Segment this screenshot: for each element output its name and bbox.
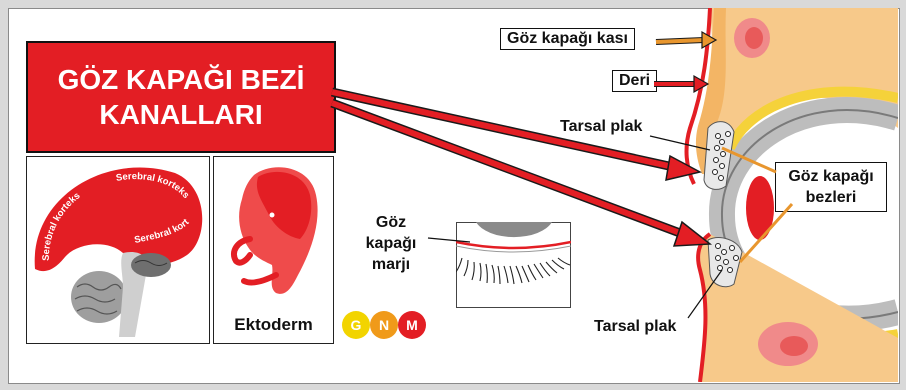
glands-line-1: Göz kapağı bbox=[788, 168, 874, 185]
eyelid-margin-inset bbox=[456, 222, 571, 308]
gnm-logo: G N M bbox=[342, 311, 426, 339]
eyelid-muscle-label: Göz kapağı kası bbox=[500, 28, 635, 50]
red-arrow-upper bbox=[331, 87, 703, 181]
glands-pointer-lower bbox=[738, 202, 794, 264]
tarsal-bottom-pointer bbox=[687, 269, 723, 319]
eyelid-margin-line-3: marjı bbox=[371, 256, 411, 273]
ectoderm-caption: Ektoderm bbox=[234, 315, 313, 334]
logo-g: G bbox=[342, 311, 370, 339]
margin-pointer bbox=[427, 237, 471, 243]
embryo-panel: Ektoderm bbox=[213, 156, 334, 344]
glands-pointer-upper bbox=[721, 146, 777, 174]
tarsal-plate-top-label: Tarsal plak bbox=[560, 118, 643, 135]
eyelid-glands-label: Göz kapağı bezleri bbox=[775, 162, 887, 212]
title-line-2: KANALLARI bbox=[99, 99, 263, 130]
tarsal-top-pointer bbox=[649, 135, 711, 151]
red-arrow-lower bbox=[330, 98, 713, 247]
brain-illustration: Serebral korteks Serebral korteks Serebr… bbox=[24, 149, 203, 337]
tarsal-plate-bottom-label: Tarsal plak bbox=[594, 318, 677, 335]
eyelid-margin-line-2: kapağı bbox=[365, 235, 417, 252]
skin-label: Deri bbox=[612, 70, 658, 92]
title-box: GÖZ KAPAĞI BEZİ KANALLARI bbox=[26, 41, 336, 153]
logo-m: M bbox=[398, 311, 426, 339]
logo-n: N bbox=[370, 311, 398, 339]
red-arrow-skin bbox=[654, 74, 710, 94]
eyelid-margin-label: Göz kapağı marjı bbox=[356, 212, 426, 275]
embryo-illustration bbox=[230, 167, 318, 294]
brain-panel: Serebral korteks Serebral korteks Serebr… bbox=[24, 149, 210, 344]
title-line-1: GÖZ KAPAĞI BEZİ bbox=[57, 64, 305, 95]
eyelid-margin-line-1: Göz bbox=[375, 214, 407, 231]
orange-arrow-muscle bbox=[655, 30, 718, 50]
glands-line-2: bezleri bbox=[805, 189, 857, 206]
